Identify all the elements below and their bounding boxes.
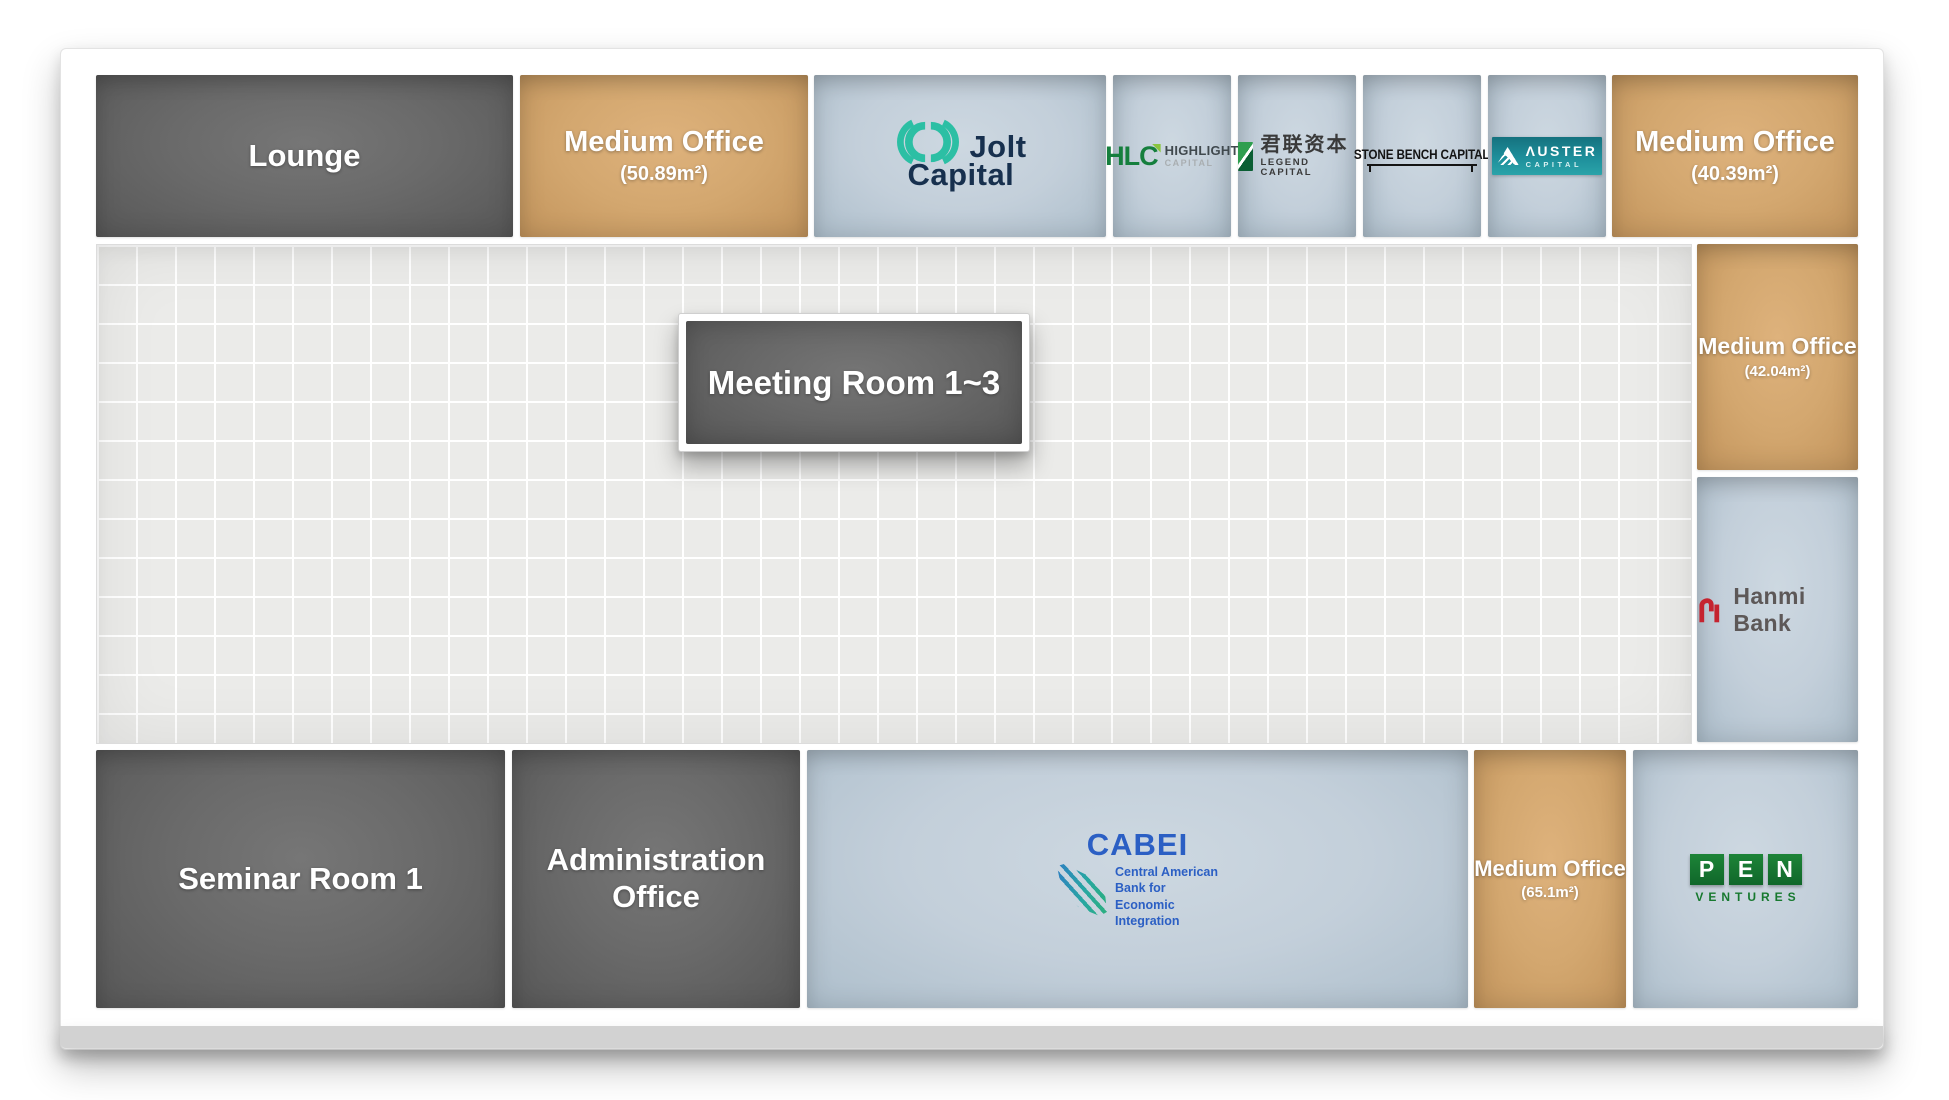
room-label: Medium Office bbox=[564, 126, 764, 159]
legend-cjk-name: 君联资本 bbox=[1260, 134, 1349, 156]
room-label: Medium Office bbox=[1635, 126, 1835, 159]
highlight-sub: CAPITAL bbox=[1164, 158, 1214, 168]
cabei-abbr: CABEI bbox=[1086, 827, 1189, 862]
hlc-leaf-icon bbox=[1151, 143, 1161, 153]
stone-bench-name: STONE BENCH CAPITAL bbox=[1354, 145, 1490, 162]
cabei-desc-line: Central American bbox=[1114, 865, 1219, 879]
auster-capital-logo: ΛUSTER CAPITAL bbox=[1492, 137, 1602, 175]
room-admin-office: Administration Office bbox=[512, 750, 800, 1008]
room-area-label: (40.39m²) bbox=[1691, 162, 1779, 185]
jolt-capital-logo: Jolt Capital bbox=[893, 119, 1026, 193]
hanmi-bank-name: Hanmi Bank bbox=[1733, 582, 1806, 636]
room-meeting: Meeting Room 1~3 bbox=[678, 313, 1030, 452]
pen-ventures-logo: P E N VENTURES bbox=[1689, 854, 1802, 904]
capital-word: Capital bbox=[907, 157, 1015, 192]
cabei-desc-line: Integration bbox=[1114, 913, 1180, 928]
jolt-mark-icon bbox=[897, 119, 960, 165]
room-meeting-inner: Meeting Room 1~3 bbox=[686, 321, 1022, 444]
hlc-abbr: HLC bbox=[1105, 141, 1161, 172]
plan-bottom-rail bbox=[60, 1026, 1883, 1048]
highlight-capital-logo: HLC HIGHLIGHT CAPITAL bbox=[1105, 141, 1239, 172]
tenant-jolt-capital: Jolt Capital bbox=[814, 75, 1106, 237]
tenant-hanmi-bank: Hanmi Bank bbox=[1697, 477, 1858, 742]
room-meeting-label: Meeting Room 1~3 bbox=[707, 363, 1001, 401]
room-medium-office-right: Medium Office (42.04m²) bbox=[1697, 244, 1858, 470]
tenant-stone-bench-capital: STONE BENCH CAPITAL bbox=[1354, 75, 1490, 237]
room-seminar: Seminar Room 1 bbox=[96, 750, 505, 1008]
room-lounge: Lounge bbox=[96, 75, 513, 237]
pen-ventures-sub: VENTURES bbox=[1695, 890, 1801, 904]
cabei-description: Central American Bank for Economic Integ… bbox=[1115, 864, 1218, 929]
auster-triangle-icon bbox=[1496, 147, 1519, 165]
room-medium-office-top-right: Medium Office (40.39m²) bbox=[1612, 75, 1858, 237]
cabei-desc-line: Bank for bbox=[1114, 881, 1166, 896]
open-floor-area bbox=[96, 244, 1692, 744]
room-label: Medium Office bbox=[1698, 333, 1857, 360]
pen-letter-square: E bbox=[1728, 854, 1763, 885]
legend-en-name: LEGEND CAPITAL bbox=[1260, 157, 1313, 178]
room-medium-office-top-left: Medium Office (50.89m²) bbox=[520, 75, 808, 237]
tenant-legend-capital: 君联资本 LEGEND CAPITAL bbox=[1238, 75, 1356, 237]
hanmi-bank-logo: Hanmi Bank bbox=[1697, 583, 1858, 637]
room-area-label: (50.89m²) bbox=[620, 162, 708, 185]
room-lounge-label: Lounge bbox=[248, 137, 361, 173]
auster-name: ΛUSTER bbox=[1525, 142, 1598, 159]
hanmi-mark-icon bbox=[1699, 597, 1720, 622]
tenant-cabei: CABEI Central American Bank for Economic… bbox=[807, 750, 1468, 1008]
legend-capital-logo: 君联资本 LEGEND CAPITAL bbox=[1238, 135, 1356, 177]
bench-line-icon bbox=[1367, 163, 1477, 173]
tenant-auster-capital: ΛUSTER CAPITAL bbox=[1488, 75, 1606, 237]
cabei-fan-icon bbox=[1056, 864, 1107, 916]
room-label: Medium Office bbox=[1474, 855, 1626, 881]
cabei-desc-line: Economic bbox=[1114, 897, 1175, 912]
cabei-logo: CABEI Central American Bank for Economic… bbox=[1056, 827, 1218, 929]
pen-letter-square: N bbox=[1767, 854, 1802, 885]
room-area-label: (65.1m²) bbox=[1521, 884, 1579, 902]
stone-bench-logo: STONE BENCH CAPITAL bbox=[1341, 145, 1502, 173]
room-area-label: (42.04m²) bbox=[1744, 362, 1811, 380]
highlight-name: HIGHLIGHT bbox=[1164, 143, 1239, 158]
auster-sub: CAPITAL bbox=[1525, 159, 1583, 169]
tenant-highlight-capital: HLC HIGHLIGHT CAPITAL bbox=[1105, 75, 1239, 237]
room-admin-label: Administration Office bbox=[546, 842, 766, 914]
room-seminar-label: Seminar Room 1 bbox=[178, 860, 423, 896]
pen-letter-square: P bbox=[1689, 854, 1724, 885]
tenant-pen-ventures: P E N VENTURES bbox=[1633, 750, 1858, 1008]
jolt-word: Jolt bbox=[969, 129, 1027, 164]
room-medium-office-bottom: Medium Office (65.1m²) bbox=[1474, 750, 1626, 1008]
legend-mark-icon bbox=[1238, 141, 1254, 171]
